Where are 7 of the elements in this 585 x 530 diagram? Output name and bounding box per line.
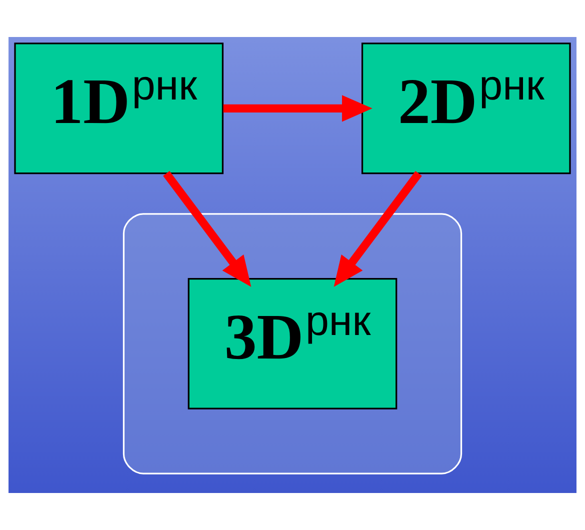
arrow [223, 95, 372, 122]
arrow [163, 171, 252, 287]
arrow [334, 171, 422, 287]
cluster [122, 213, 462, 474]
node-box: 2D$^{рнк}$ [361, 42, 571, 174]
node-box: 3D$^{рнк}$ [188, 278, 398, 410]
node-box: 1D$^{рнк}$ [14, 42, 224, 174]
